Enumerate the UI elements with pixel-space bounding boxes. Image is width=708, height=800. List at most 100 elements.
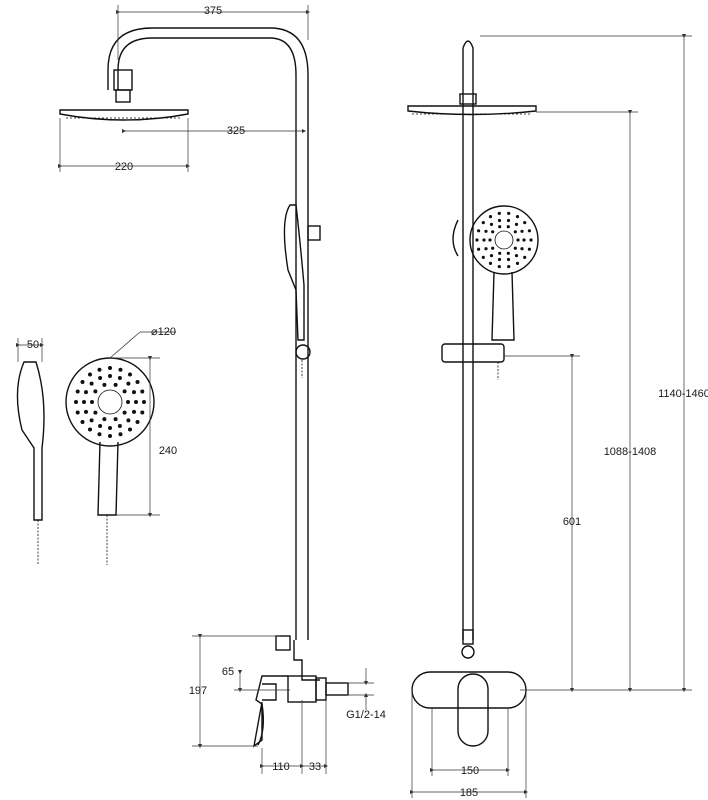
nozzle-dot — [481, 255, 485, 259]
label-max-height: 1140-1460 — [658, 388, 708, 400]
label-mixer-width-outer: 185 — [460, 787, 478, 799]
front-head-nut — [459, 93, 477, 105]
nozzle-dot — [84, 390, 88, 395]
nozzle-dot — [507, 211, 511, 215]
nozzle-dot — [113, 382, 118, 387]
side-holder — [307, 225, 321, 241]
front-riser — [462, 40, 474, 640]
nozzle-dot — [88, 372, 92, 377]
front-slider — [441, 343, 505, 363]
label-mixer-width-inner: 150 — [461, 765, 479, 777]
nozzle-dot — [513, 230, 517, 234]
nozzle-dot — [491, 230, 495, 234]
nozzle-dot — [89, 418, 94, 423]
nozzle-dot — [497, 218, 502, 223]
hand-grip — [97, 441, 119, 516]
nozzle-dot — [102, 382, 107, 387]
label-hand-diameter: ⌀120 — [151, 326, 176, 338]
nozzle-dot — [108, 426, 112, 430]
label-arm-reach: 325 — [227, 125, 245, 137]
nozzle-dot — [489, 222, 494, 226]
hand-center — [97, 389, 123, 415]
hand-shower-front-detail — [65, 357, 155, 565]
nozzle-dot — [513, 246, 517, 250]
nozzle-dot — [515, 215, 520, 219]
side-hand-shower — [283, 204, 305, 341]
hand-shower-side-detail — [16, 361, 45, 565]
nozzle-dot — [477, 229, 481, 233]
nozzle-dot — [126, 418, 131, 423]
nozzle-dot — [507, 265, 511, 269]
front-hand-nozzles — [475, 211, 533, 269]
nozzle-dot — [82, 400, 86, 404]
nozzle-dot — [108, 434, 112, 438]
nozzle-dot — [135, 420, 140, 424]
nozzle-dot — [134, 400, 138, 404]
front-mixer — [411, 629, 527, 747]
nozzle-dot — [484, 229, 488, 233]
nozzle-dot — [135, 380, 140, 384]
nozzle-dot — [497, 265, 501, 269]
nozzle-dot — [506, 251, 510, 255]
nozzle-dot — [84, 409, 88, 414]
nozzle-dot — [126, 400, 130, 404]
nozzle-dot — [118, 367, 123, 372]
nozzle-dot — [113, 417, 118, 422]
front-hand-face — [469, 205, 539, 275]
nozzle-dot — [477, 247, 481, 251]
nozzle-dot — [523, 255, 527, 259]
nozzle-dot — [482, 238, 486, 242]
nozzle-dot — [97, 367, 102, 372]
hand-nozzles — [74, 366, 146, 438]
nozzle-dot — [80, 380, 85, 384]
nozzle-dot — [102, 417, 107, 422]
nozzle-dot — [523, 221, 527, 225]
head-side — [59, 109, 189, 121]
nozzle-dot — [498, 251, 502, 255]
label-mixer-offset: 65 — [222, 666, 234, 678]
nozzle-dot — [108, 374, 112, 378]
nozzle-dot — [90, 400, 94, 404]
nozzle-dot — [491, 246, 495, 250]
nozzle-dot — [506, 218, 511, 223]
label-arm-length: 375 — [204, 5, 222, 17]
nozzle-dot — [132, 390, 136, 395]
front-holder-back — [452, 219, 459, 257]
nozzle-dot — [527, 247, 532, 251]
label-head-height: 1088-1408 — [604, 446, 657, 458]
nozzle-dot — [481, 221, 485, 225]
label-outlet-depth: 33 — [309, 761, 321, 773]
nozzle-dot — [516, 238, 520, 242]
nozzle-dot — [522, 238, 526, 242]
nozzle-dot — [488, 238, 492, 242]
nozzle-dot — [93, 410, 98, 415]
nozzle-dot — [75, 410, 80, 415]
nozzle-dot — [497, 211, 501, 215]
nozzle-dot — [520, 229, 524, 233]
nozzle-dot — [74, 400, 78, 404]
nozzle-dot — [515, 261, 520, 265]
nozzle-dot — [132, 409, 136, 414]
side-view — [59, 27, 349, 748]
nozzle-dot — [140, 389, 145, 394]
nozzle-dot — [108, 366, 112, 370]
nozzle-dot — [529, 238, 533, 242]
nozzle-dot — [75, 389, 80, 394]
side-mixer — [252, 635, 349, 748]
dimension-labels: 375 325 220 50 ⌀120 240 1140-1460 1088-1… — [27, 5, 708, 799]
nozzle-dot — [497, 257, 502, 262]
nozzle-dot — [142, 400, 146, 404]
nozzle-dot — [97, 432, 102, 437]
riser-pipe — [107, 27, 309, 640]
nozzle-dot — [506, 225, 510, 229]
nozzle-dot — [98, 376, 103, 380]
nozzle-dot — [98, 424, 103, 428]
nozzle-dot — [126, 381, 131, 386]
front-view — [407, 40, 539, 747]
nozzle-dot — [122, 389, 127, 394]
label-thread: G1/2-14 — [346, 709, 386, 721]
nozzle-dot — [122, 410, 127, 415]
label-hand-depth: 50 — [27, 339, 39, 351]
nozzle-dot — [89, 381, 94, 386]
nozzle-dot — [117, 376, 122, 380]
